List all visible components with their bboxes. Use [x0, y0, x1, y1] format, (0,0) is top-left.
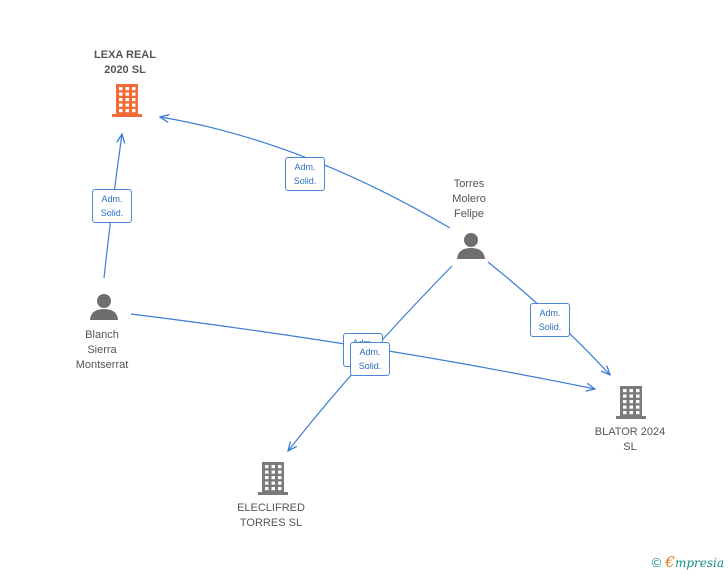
edge-label-line: Adm.: [101, 194, 123, 204]
node-label-line: Molero: [452, 193, 486, 205]
node-label-line: 2020 SL: [104, 64, 146, 76]
node-label-line: Blanch: [85, 329, 119, 341]
edge-torres-to-lexa: [160, 117, 451, 229]
node-label-line: LEXA REAL: [94, 49, 156, 61]
edge-label-line: Solid.: [538, 322, 562, 332]
empresia-logo: €mpresia: [665, 553, 724, 571]
edge-label-line: Adm.: [294, 162, 316, 172]
node-label-line: Felipe: [454, 208, 484, 220]
node-label-line: BLATOR 2024: [594, 426, 666, 438]
edge-label-line: Solid.: [100, 208, 124, 218]
edge-label-line: Solid.: [358, 361, 382, 371]
edge-label-line: Solid.: [293, 176, 317, 186]
edge-label-line: Adm.: [359, 347, 381, 357]
node-label-line: SL: [623, 441, 637, 453]
building-icon-blator[interactable]: [616, 386, 646, 419]
building-icon-eleclifred[interactable]: [258, 462, 288, 495]
footer-brand: © €mpresia: [652, 553, 724, 571]
edge-label-blanch-to-blator[interactable]: Adm. Solid.: [350, 342, 390, 376]
building-icon-lexa[interactable]: [112, 84, 142, 117]
node-label-eleclifred[interactable]: ELECLIFRED TORRES SL: [237, 501, 305, 531]
edge-label-torres-to-blator[interactable]: Adm. Solid.: [530, 303, 570, 337]
node-label-line: Montserrat: [75, 359, 129, 371]
edge-label-torres-to-lexa[interactable]: Adm. Solid.: [285, 157, 325, 191]
node-label-line: Torres: [453, 178, 485, 190]
person-icon-blanch[interactable]: [90, 294, 118, 320]
node-label-line: ELECLIFRED: [237, 502, 305, 514]
node-label-line: Sierra: [87, 344, 117, 356]
node-label-lexa[interactable]: LEXA REAL 2020 SL: [94, 48, 156, 78]
copyright-symbol: ©: [651, 554, 662, 570]
edge-label-blanch-to-lexa[interactable]: Adm. Solid.: [92, 189, 132, 223]
node-label-line: TORRES SL: [239, 517, 303, 529]
edge-label-line: Adm.: [539, 308, 561, 318]
person-icon-torres[interactable]: [457, 233, 485, 259]
